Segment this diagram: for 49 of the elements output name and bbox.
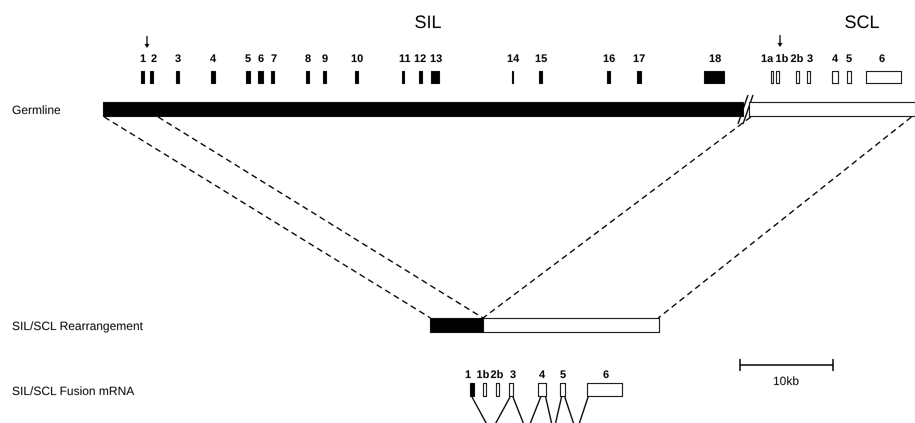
exon-number: 13 (430, 53, 442, 66)
exon-number: 5 (846, 53, 852, 66)
exon-number: 1 (465, 369, 472, 382)
row-label: SIL/SCL Rearrangement (12, 319, 143, 333)
gene-name: SIL (414, 12, 442, 32)
exon-number: 12 (414, 53, 426, 66)
exon-number: 9 (322, 53, 328, 66)
splice-line (564, 396, 589, 423)
exon-number: 6 (258, 53, 264, 66)
exon-number: 11 (399, 53, 411, 66)
exon-number: 5 (560, 369, 566, 382)
exon-number: 7 (271, 53, 278, 66)
exon-number: 17 (633, 53, 646, 66)
exon-number: 3 (510, 369, 516, 382)
exon-number: 3 (175, 53, 182, 66)
exon-number: 1b (776, 53, 788, 66)
exon-number: 2 (151, 53, 158, 66)
splice-line (545, 396, 562, 423)
row-label: SIL/SCL Fusion mRNA (12, 384, 134, 398)
gene-bar (430, 318, 483, 333)
row-label: Germline (12, 103, 61, 117)
exon-number: 15 (535, 53, 548, 66)
exon-number: 2b (790, 53, 804, 66)
exon-number: 4 (539, 369, 546, 382)
mapping-line (482, 116, 752, 319)
exon-number: 1b (476, 369, 490, 382)
gene-name: SCL (844, 12, 880, 32)
exon-number: 4 (832, 53, 838, 66)
exon-number: 6 (603, 369, 610, 382)
splice-line (471, 396, 511, 423)
exon-number: 16 (603, 53, 616, 66)
exon-number: 10 (351, 53, 364, 66)
exon-number: 1a (761, 53, 774, 66)
exon-number: 5 (245, 53, 252, 66)
exon-number: 6 (879, 53, 886, 66)
exon-number: 8 (305, 53, 312, 66)
exon-number: 18 (709, 53, 722, 66)
mapping-line (104, 116, 431, 319)
exon-number: 3 (807, 53, 814, 66)
exon-number: 14 (507, 53, 520, 66)
exon-number: 1 (140, 53, 146, 66)
mapping-line (158, 116, 484, 319)
gene-bar (483, 318, 660, 333)
splice-line (512, 396, 542, 423)
exon-number: 4 (210, 53, 216, 66)
scale-label: 10kb (773, 374, 800, 388)
exon-number: 2b (490, 369, 504, 382)
gene-bar (103, 102, 744, 117)
gene-bar (749, 102, 915, 117)
